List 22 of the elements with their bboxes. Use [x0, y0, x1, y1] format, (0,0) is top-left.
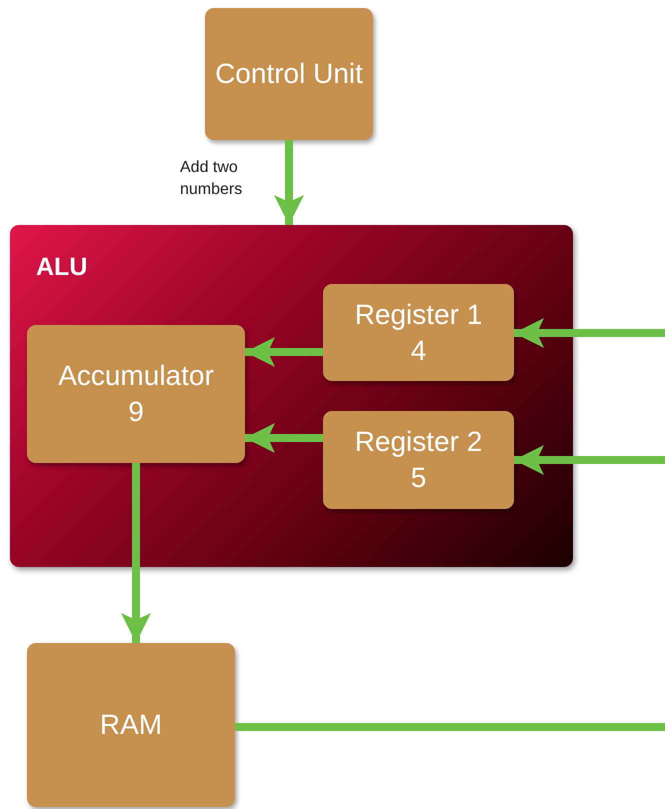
box-label: Control Unit	[215, 57, 363, 91]
arrow	[274, 140, 304, 225]
alu-panel	[10, 225, 573, 567]
panel-title: ALU	[36, 253, 88, 282]
process-box	[205, 8, 373, 140]
arrow	[514, 445, 665, 475]
connector-line	[235, 723, 665, 731]
box-label: Register 2	[354, 425, 482, 459]
arrow	[245, 337, 323, 367]
arrow	[245, 423, 323, 453]
box-value: 9	[128, 395, 144, 429]
box-value: 5	[410, 461, 426, 495]
box-value: 4	[410, 334, 426, 368]
process-box	[323, 411, 514, 509]
box-label: RAM	[100, 708, 162, 742]
box-label: Accumulator	[58, 359, 214, 393]
process-box	[27, 325, 245, 463]
arrow	[514, 318, 665, 348]
process-box	[27, 643, 235, 807]
box-label: Register 1	[354, 298, 482, 332]
arrow	[121, 463, 151, 643]
process-box	[323, 284, 514, 381]
